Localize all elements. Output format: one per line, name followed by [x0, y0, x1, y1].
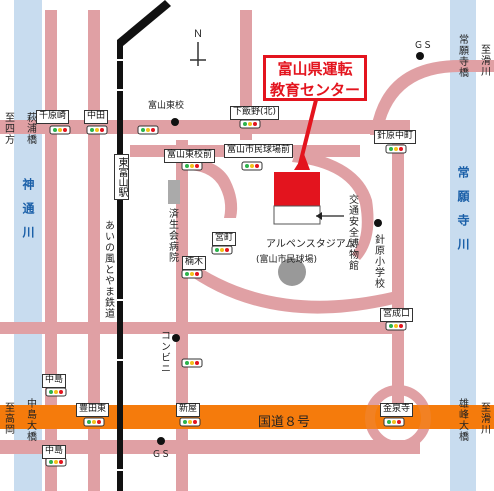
bridge-nakajima: 中島大橋 — [24, 398, 36, 442]
curve-road-ne — [370, 60, 494, 135]
stadium-marker — [278, 258, 306, 286]
station-label: 東富山駅 — [114, 154, 129, 200]
gs-top-label: ＧＳ — [414, 41, 433, 51]
convenience-label: コンビニ — [158, 330, 170, 374]
callout-arrow — [298, 99, 318, 165]
int-hosonakacho: 針原中町 — [374, 130, 417, 144]
museum-label: 交通安全博物館 — [346, 194, 358, 271]
railway-label: あいの風とやま鉄道 — [102, 220, 114, 319]
bridge-joganji: 常願寺橋 — [456, 34, 468, 78]
dir-right-top: 至滑川 — [478, 44, 490, 77]
bridge-ohkyo: 雄峰大橋 — [456, 398, 468, 442]
facility-title-line2: 教育センター — [269, 81, 360, 99]
joganji-river-label: 常願寺川 — [456, 166, 470, 262]
int-shinya: 新屋 — [176, 403, 201, 417]
harihara-school-label: 針原小学校 — [372, 234, 384, 289]
int-nakada: 中田 — [84, 110, 109, 124]
int-miyamachi: 宮町 — [212, 232, 237, 246]
route-8-label: 国道８号 — [258, 415, 311, 430]
poi-dots — [157, 52, 424, 445]
int-toyotahigashi: 豊田東 — [76, 403, 110, 417]
toyamahigashi-school-label: 富山東校 — [148, 101, 185, 111]
railway-line — [117, 0, 171, 491]
int-shimoiino: 下飯野(北) — [230, 106, 280, 120]
curve-road-e — [292, 150, 374, 260]
int-kibaki: 楠木 — [182, 256, 207, 270]
bridge-hagiura: 萩浦橋 — [24, 112, 36, 145]
dir-left-bottom: 至高岡 — [2, 402, 14, 435]
gs-bottom-label: ＧＳ — [152, 450, 171, 460]
facility-title-line1: 富山県運転 — [277, 60, 353, 78]
stadium-label: アルペンスタジアム — [266, 239, 355, 250]
int-nakajima: 中島 — [42, 374, 67, 388]
facility-callout: 富山県運転 教育センター — [263, 55, 367, 101]
museum-arrow — [316, 212, 322, 220]
driving-center-building — [274, 172, 320, 206]
stadium-sub-label: (富山市民球場) — [256, 255, 318, 265]
curve-road-s — [182, 258, 394, 314]
jinzu-river-label: 神通川 — [21, 178, 35, 250]
int-toyamahigashi-koumae: 富山東校前 — [164, 149, 216, 163]
curve-road-w — [186, 157, 238, 218]
north-arrow-icon — [190, 42, 206, 66]
north-label: Ｎ — [193, 29, 203, 40]
traffic-signals — [45, 119, 407, 467]
dir-right-bottom: 至滑川 — [478, 402, 490, 435]
saisei-hospital-block — [168, 180, 180, 204]
driving-center-annex — [273, 205, 321, 225]
saisei-hospital-label: 済生会病院 — [166, 208, 178, 263]
int-chiharazaki: 千原崎 — [36, 110, 70, 124]
int-nakajima2: 中島 — [42, 445, 67, 459]
int-miyanarikuchi: 宮成口 — [380, 308, 414, 322]
dir-left-top: 至四方 — [2, 112, 14, 145]
int-kinsenji: 金泉寺 — [380, 403, 414, 417]
int-minkyujomae: 富山市民球場前 — [224, 144, 294, 158]
